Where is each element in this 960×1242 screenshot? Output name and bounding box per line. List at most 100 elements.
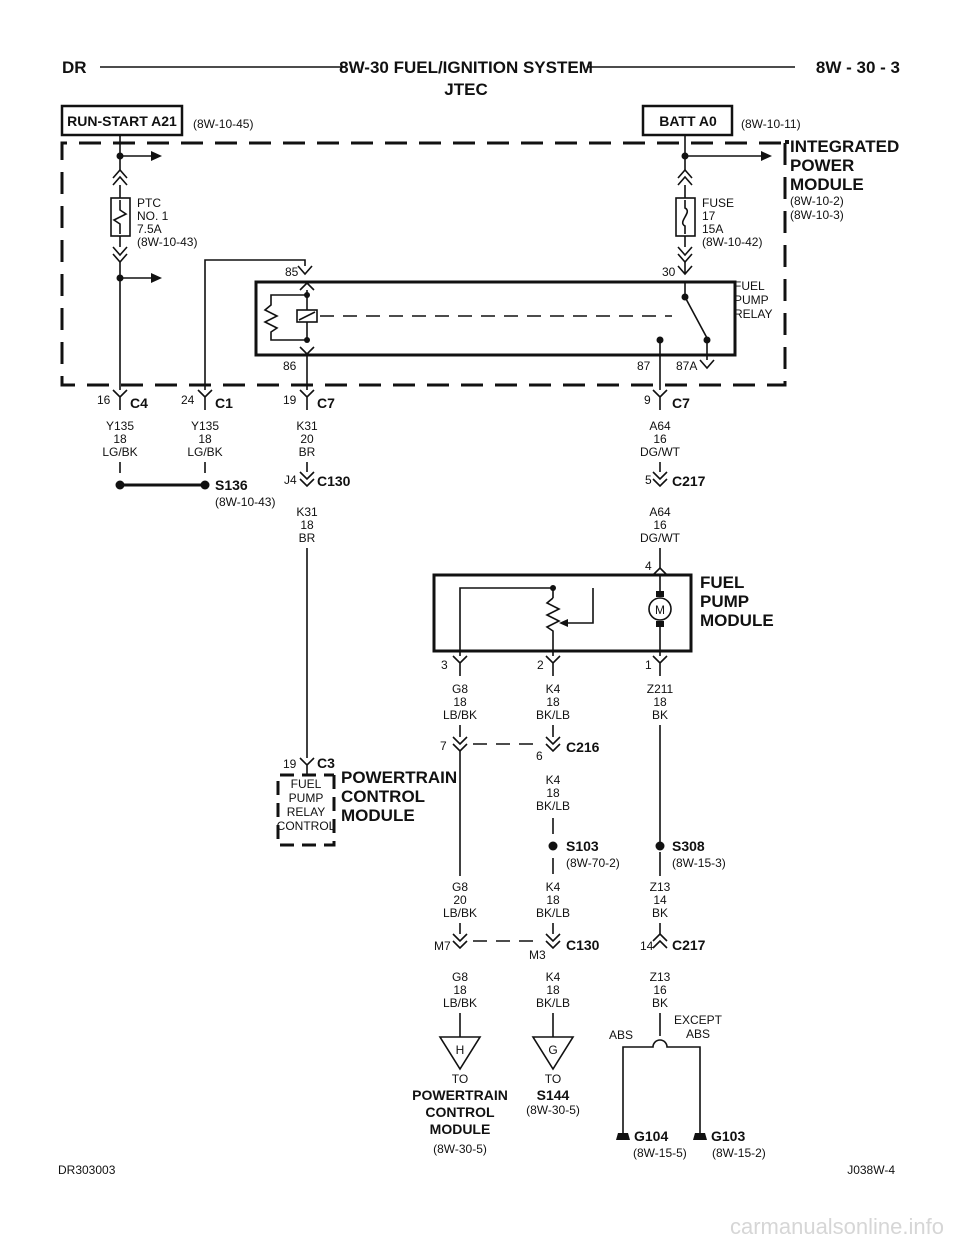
header-subtitle: JTEC (444, 80, 487, 99)
connector-icon (112, 246, 128, 264)
c216b-pin: 6 (536, 749, 543, 763)
wire-k4b-color: BK/LB (536, 799, 570, 813)
relay-switch-icon (684, 296, 708, 339)
s136-ref: (8W-10-43) (215, 495, 275, 509)
ptc-l3: 7.5A (137, 222, 162, 236)
connector-icon (545, 933, 561, 950)
relay-pin87a: 87A (676, 359, 697, 373)
fpm-l2: PUMP (700, 592, 749, 611)
wire-z13b-color: BK (652, 996, 668, 1010)
wire-y135b-color: LG/BK (187, 445, 222, 459)
wire-g8a-color: LB/BK (443, 708, 477, 722)
c4-name: C4 (130, 395, 148, 411)
wire-k4b-code: K4 (546, 773, 561, 787)
ground-icon (616, 1133, 630, 1140)
pcm-l2: CONTROL (341, 787, 425, 806)
s103-ref: (8W-70-2) (566, 856, 620, 870)
relay-resistor-icon (263, 294, 307, 341)
wire-a64b-code: A64 (649, 505, 671, 519)
pcm-inner2: PUMP (289, 791, 324, 805)
wire-k31b-color: BR (299, 531, 316, 545)
wire-k31b-code: K31 (296, 505, 318, 519)
fuse-l4: (8W-10-42) (702, 235, 762, 249)
connector-icon (112, 389, 128, 410)
ipm-dashed-border (60, 141, 787, 387)
wire-y135b-code: Y135 (191, 419, 219, 433)
connector-icon (677, 168, 693, 186)
ground-icon (693, 1133, 707, 1140)
wire-z211-gauge: 18 (653, 695, 667, 709)
batt-ref: (8W-10-11) (741, 117, 801, 131)
c217a-name: C217 (672, 473, 706, 489)
c4-pin: 16 (97, 393, 111, 407)
wire-a64a-gauge: 16 (653, 432, 667, 446)
fuse-l1: FUSE (702, 196, 734, 210)
run-start-ref: (8W-10-45) (193, 117, 253, 131)
pcm-inner4: CONTROL (277, 819, 336, 833)
c130c-pin: M3 (529, 948, 546, 962)
connector-icon (452, 736, 468, 753)
s136-name: S136 (215, 477, 248, 493)
wire-k4d-code: K4 (546, 970, 561, 984)
connector-icon (652, 471, 668, 488)
c7b-pin: 9 (644, 393, 651, 407)
wire-k4c-code: K4 (546, 880, 561, 894)
ref-h-l2: CONTROL (425, 1104, 495, 1120)
connector-icon (652, 566, 668, 576)
ptc-l4: (8W-10-43) (137, 235, 197, 249)
ref-h-letter: H (456, 1043, 465, 1057)
wire-g8a-code: G8 (452, 682, 468, 696)
run-start-box (60, 104, 184, 137)
wire-k4b-gauge: 18 (546, 786, 560, 800)
wire-k31a-code: K31 (296, 419, 318, 433)
wire-z211-color: BK (652, 708, 668, 722)
wire-k4a-gauge: 18 (546, 695, 560, 709)
pcm-l3: MODULE (341, 806, 415, 825)
pcm-dashed-border (276, 773, 336, 847)
ref-h-l1: POWERTRAIN (412, 1087, 508, 1103)
connector-icon (299, 471, 315, 488)
wire-k4c-gauge: 18 (546, 893, 560, 907)
relay-l2: PUMP (734, 293, 769, 307)
header-title: 8W-30 FUEL/IGNITION SYSTEM (339, 58, 593, 77)
s308-splice (655, 841, 665, 851)
c3-name: C3 (317, 755, 335, 771)
batt-label: BATT A0 (659, 113, 717, 129)
footer-right: J038W-4 (847, 1163, 895, 1177)
fuse-icon (681, 200, 689, 234)
connector-icon (452, 655, 468, 676)
wire-g8c-code: G8 (452, 970, 468, 984)
s103-name: S103 (566, 838, 599, 854)
ptc-l1: PTC (137, 196, 161, 210)
c130a-name: C130 (317, 473, 351, 489)
wire-y135a-gauge: 18 (113, 432, 127, 446)
wire-k4d-gauge: 18 (546, 983, 560, 997)
c1-wire (204, 259, 306, 390)
pump-motor-icon (648, 597, 672, 621)
connector-icon (452, 933, 468, 950)
relay-pin85: 85 (285, 265, 299, 279)
arrow-icon (151, 151, 162, 161)
wire-g8c-gauge: 18 (453, 983, 467, 997)
relay-pin30: 30 (662, 265, 676, 279)
arrow-icon (761, 151, 772, 161)
relay-l1: FUEL (734, 279, 765, 293)
c217b-name: C217 (672, 937, 706, 953)
c7b-name: C7 (672, 395, 690, 411)
wire-g8b-color: LB/BK (443, 906, 477, 920)
c130b-pin: M7 (434, 939, 451, 953)
wire-y135a-code: Y135 (106, 419, 134, 433)
ground-abs: ABS (609, 1028, 633, 1042)
relay-l3: RELAY (734, 307, 772, 321)
ref-g-to: TO (545, 1072, 561, 1086)
ipm-name-line1: INTEGRATED (790, 137, 899, 156)
wire-k4d-color: BK/LB (536, 996, 570, 1010)
connector-icon (197, 389, 213, 410)
wire-g8c-color: LB/BK (443, 996, 477, 1010)
ref-triangle-g (531, 1036, 575, 1071)
fuse-l2: 17 (702, 209, 716, 223)
ref-h-ref: (8W-30-5) (433, 1142, 487, 1156)
ipm-ref1: (8W-10-2) (790, 194, 844, 208)
fpm-pin3: 3 (441, 658, 448, 672)
